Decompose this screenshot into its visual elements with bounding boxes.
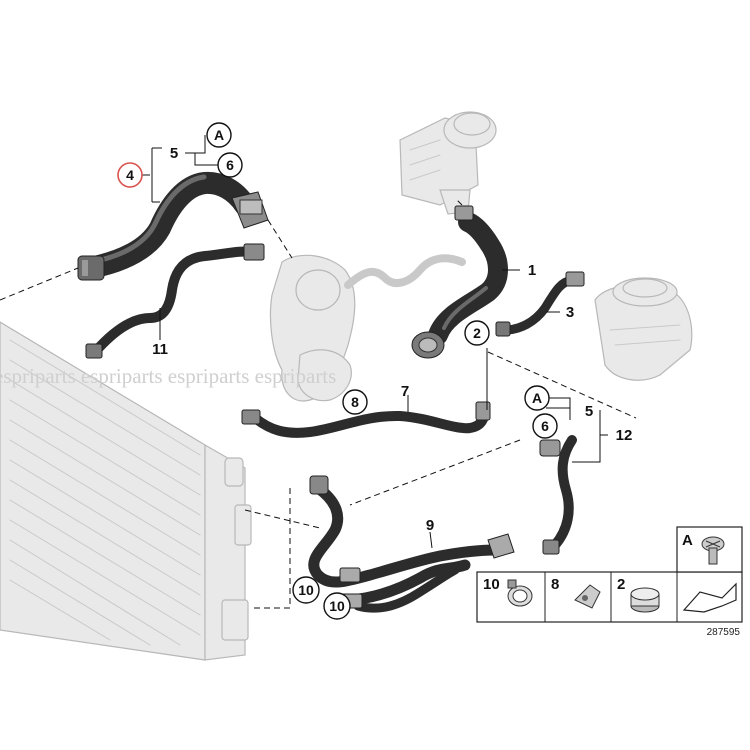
callout-5b: 5 [585, 403, 593, 420]
svg-text:10: 10 [298, 582, 314, 598]
svg-text:6: 6 [226, 157, 234, 173]
expansion-tank-ghost [594, 277, 693, 381]
upper-tank-ghost [399, 111, 497, 215]
svg-text:2: 2 [473, 325, 481, 341]
callout-10a: 10 [292, 576, 320, 604]
callout-7: 7 [401, 383, 409, 400]
callout-A2: A [524, 385, 550, 411]
svg-text:8: 8 [351, 394, 359, 410]
svg-text:4: 4 [126, 167, 134, 183]
callout-11: 11 [152, 341, 168, 358]
direction-arrow-icon [682, 582, 737, 613]
callout-4: 4 [117, 162, 143, 188]
hose-11 [85, 243, 265, 359]
callout-3: 3 [566, 304, 574, 321]
water-pump-ghost [269, 254, 466, 402]
callout-2: 2 [464, 320, 490, 346]
leader-lines [0, 135, 637, 609]
radiator-ghost [0, 321, 252, 661]
callout-5a: 5 [170, 145, 178, 162]
watermark: espriparts espriparts espriparts espripa… [0, 364, 336, 388]
bracket-icon [574, 584, 601, 609]
svg-text:A: A [532, 390, 542, 406]
hose-3 [495, 271, 585, 337]
callout-10b: 10 [323, 592, 351, 620]
hose-12 [539, 435, 577, 555]
clamp-icon [507, 579, 533, 607]
diagram-number: 287595 [707, 627, 741, 638]
hose-9 [308, 475, 515, 613]
hose-4 [77, 171, 269, 281]
legend-box: 10 8 2 A [476, 526, 743, 623]
svg-text:6: 6 [541, 418, 549, 434]
legend-item-8-label: 8 [551, 576, 559, 593]
legend-item-10-label: 10 [483, 576, 500, 593]
legend-item-2-label: 2 [617, 576, 625, 593]
band-clamp-icon [630, 587, 660, 613]
callout-6a: 6 [217, 152, 243, 178]
callout-9: 9 [426, 517, 434, 534]
callout-12: 12 [616, 427, 633, 444]
svg-text:10: 10 [329, 598, 345, 614]
callout-A1: A [206, 122, 232, 148]
screw-icon [701, 536, 725, 565]
legend-item-A-label: A [682, 532, 693, 549]
callout-8: 8 [342, 389, 368, 415]
callout-1: 1 [528, 262, 536, 279]
callout-6b: 6 [532, 413, 558, 439]
svg-text:A: A [214, 127, 224, 143]
hose-1 [411, 205, 508, 359]
